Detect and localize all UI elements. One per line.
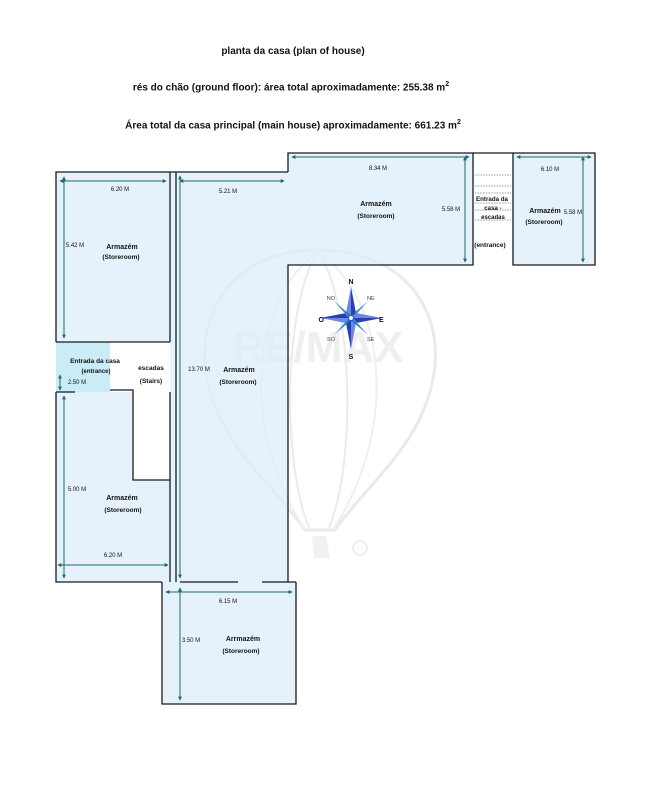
room-name-3: escadas	[481, 215, 505, 221]
dim-width: 6.15 M	[219, 599, 237, 605]
room-storeroom-top-right: Armazém (Storeroom) 6.10 M 5.58 M	[525, 167, 582, 226]
room-sub: (entrance)	[81, 369, 110, 375]
room-sub: (Storeroom)	[357, 213, 394, 220]
room-storeroom-bottom: Arrmazém (Storeroom) 6.15 M 3.50 M	[182, 599, 260, 655]
room-storeroom-top-center: Armazém (Storeroom) 8.34 M 5.58 M	[357, 166, 460, 220]
compass-se: SE	[367, 337, 375, 343]
dim-width: 6.20 M	[111, 187, 129, 193]
room-name: Entrada da casa	[70, 358, 120, 365]
dim-width: 5.21 M	[219, 189, 237, 195]
dim-height: 3.50 M	[182, 638, 200, 644]
total-area: Área total da casa principal (main house…	[125, 119, 461, 132]
room-name: Armazém	[529, 208, 561, 215]
svg-text:®: ®	[357, 544, 363, 553]
room-sub: (Storeroom)	[102, 254, 139, 261]
compass-so: SO	[327, 337, 336, 343]
room-name: Armazém	[360, 201, 392, 208]
room-fills	[56, 153, 595, 704]
room-sub: (Storeroom)	[525, 219, 562, 226]
room-name-1: Entrada da	[476, 196, 509, 203]
compass-n: N	[348, 279, 353, 286]
room-name: Armazém	[106, 244, 138, 251]
dim-height: 5.58 M	[442, 207, 460, 213]
dim-height: 5.58 M	[564, 210, 582, 216]
plan-title: planta da casa (plan of house)	[221, 46, 365, 57]
dim-height: 5.00 M	[68, 487, 86, 493]
room-name: Arrmazém	[226, 636, 260, 643]
room-storeroom-top-left: Armazém (Storeroom) 6.20 M 5.42 M	[66, 187, 140, 261]
room-entrance-left: Entrada da casa (entrance) 2.50 M	[68, 358, 120, 386]
room-sub: (Storeroom)	[222, 648, 259, 655]
room-name: Armazém	[106, 495, 138, 502]
dim-height: 13.70 M	[188, 367, 210, 373]
compass-s: S	[349, 354, 354, 361]
ground-floor-area: rés do chão (ground floor): área total a…	[132, 81, 450, 94]
room-sub: (Storeroom)	[104, 507, 141, 514]
compass-rose-icon: N S E O NE NO SE SO	[319, 279, 384, 361]
room-name-2: casa -	[484, 205, 502, 212]
dim-width: 6.20 M	[104, 553, 122, 559]
compass-no: NO	[327, 296, 336, 302]
dim-height: 5.42 M	[66, 243, 84, 249]
room-sub: (Storeroom)	[219, 379, 256, 386]
compass-e: E	[379, 317, 384, 324]
room-name: escadas	[138, 365, 164, 372]
room-sub: (Stairs)	[140, 378, 162, 385]
room-entrance-right: Entrada da casa - escadas (entrance)	[474, 196, 508, 249]
entrance-left-fill	[56, 342, 110, 392]
compass-o: O	[319, 317, 325, 324]
dim: 2.50 M	[68, 380, 86, 386]
room-name: Armazém	[223, 367, 255, 374]
room-sub: (entrance)	[474, 242, 505, 249]
room-stairs: escadas (Stairs)	[138, 365, 164, 385]
room-storeroom-center: Armazém (Storeroom) 5.21 M 13.70 M	[188, 189, 256, 386]
dim-width: 6.10 M	[541, 167, 559, 173]
walls	[55, 152, 596, 705]
dim-width: 8.34 M	[369, 166, 387, 172]
compass-ne: NE	[367, 296, 375, 302]
stair-lines	[475, 174, 511, 221]
room-storeroom-bottom-left: Armazém (Storeroom) 6.20 M 5.00 M	[68, 487, 142, 559]
dimension-lines	[57, 155, 592, 701]
